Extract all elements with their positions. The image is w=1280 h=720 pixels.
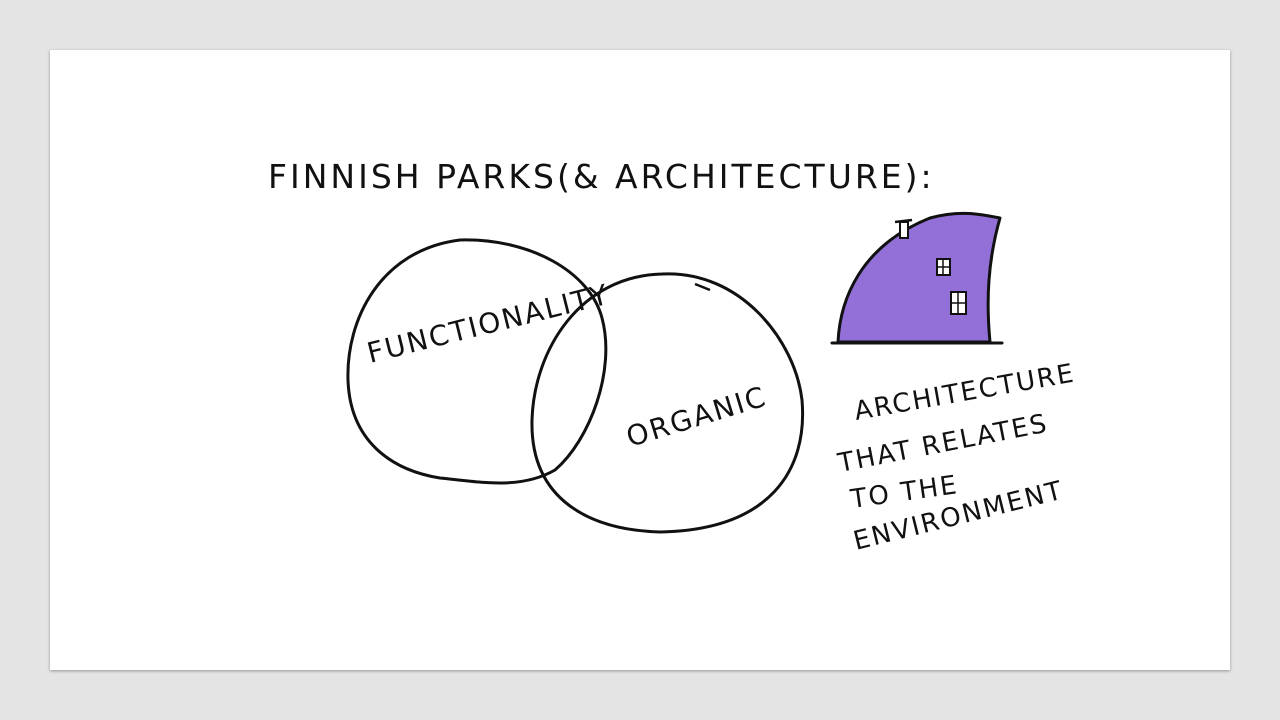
slide-title: FINNISH PARKS(& ARCHITECTURE): [268,157,935,196]
slide-canvas: FINNISH PARKS(& ARCHITECTURE): FUNCTIONA… [50,50,1230,670]
house-window-upper [936,258,951,276]
venn-right-circle [530,272,805,534]
diagram-svg: FINNISH PARKS(& ARCHITECTURE): FUNCTIONA… [268,157,1078,557]
house-caption: ARCHITECTURE THAT RELATES TO THE ENVIRON… [835,358,1078,556]
house-window-lower [950,291,967,315]
venn-right-circle-overlap-stroke [694,282,711,292]
venn-left-circle [346,238,608,485]
venn-left-label: FUNCTIONALITY [364,278,613,370]
house-icon [830,211,1004,345]
venn-right-label: ORGANIC [622,380,770,454]
